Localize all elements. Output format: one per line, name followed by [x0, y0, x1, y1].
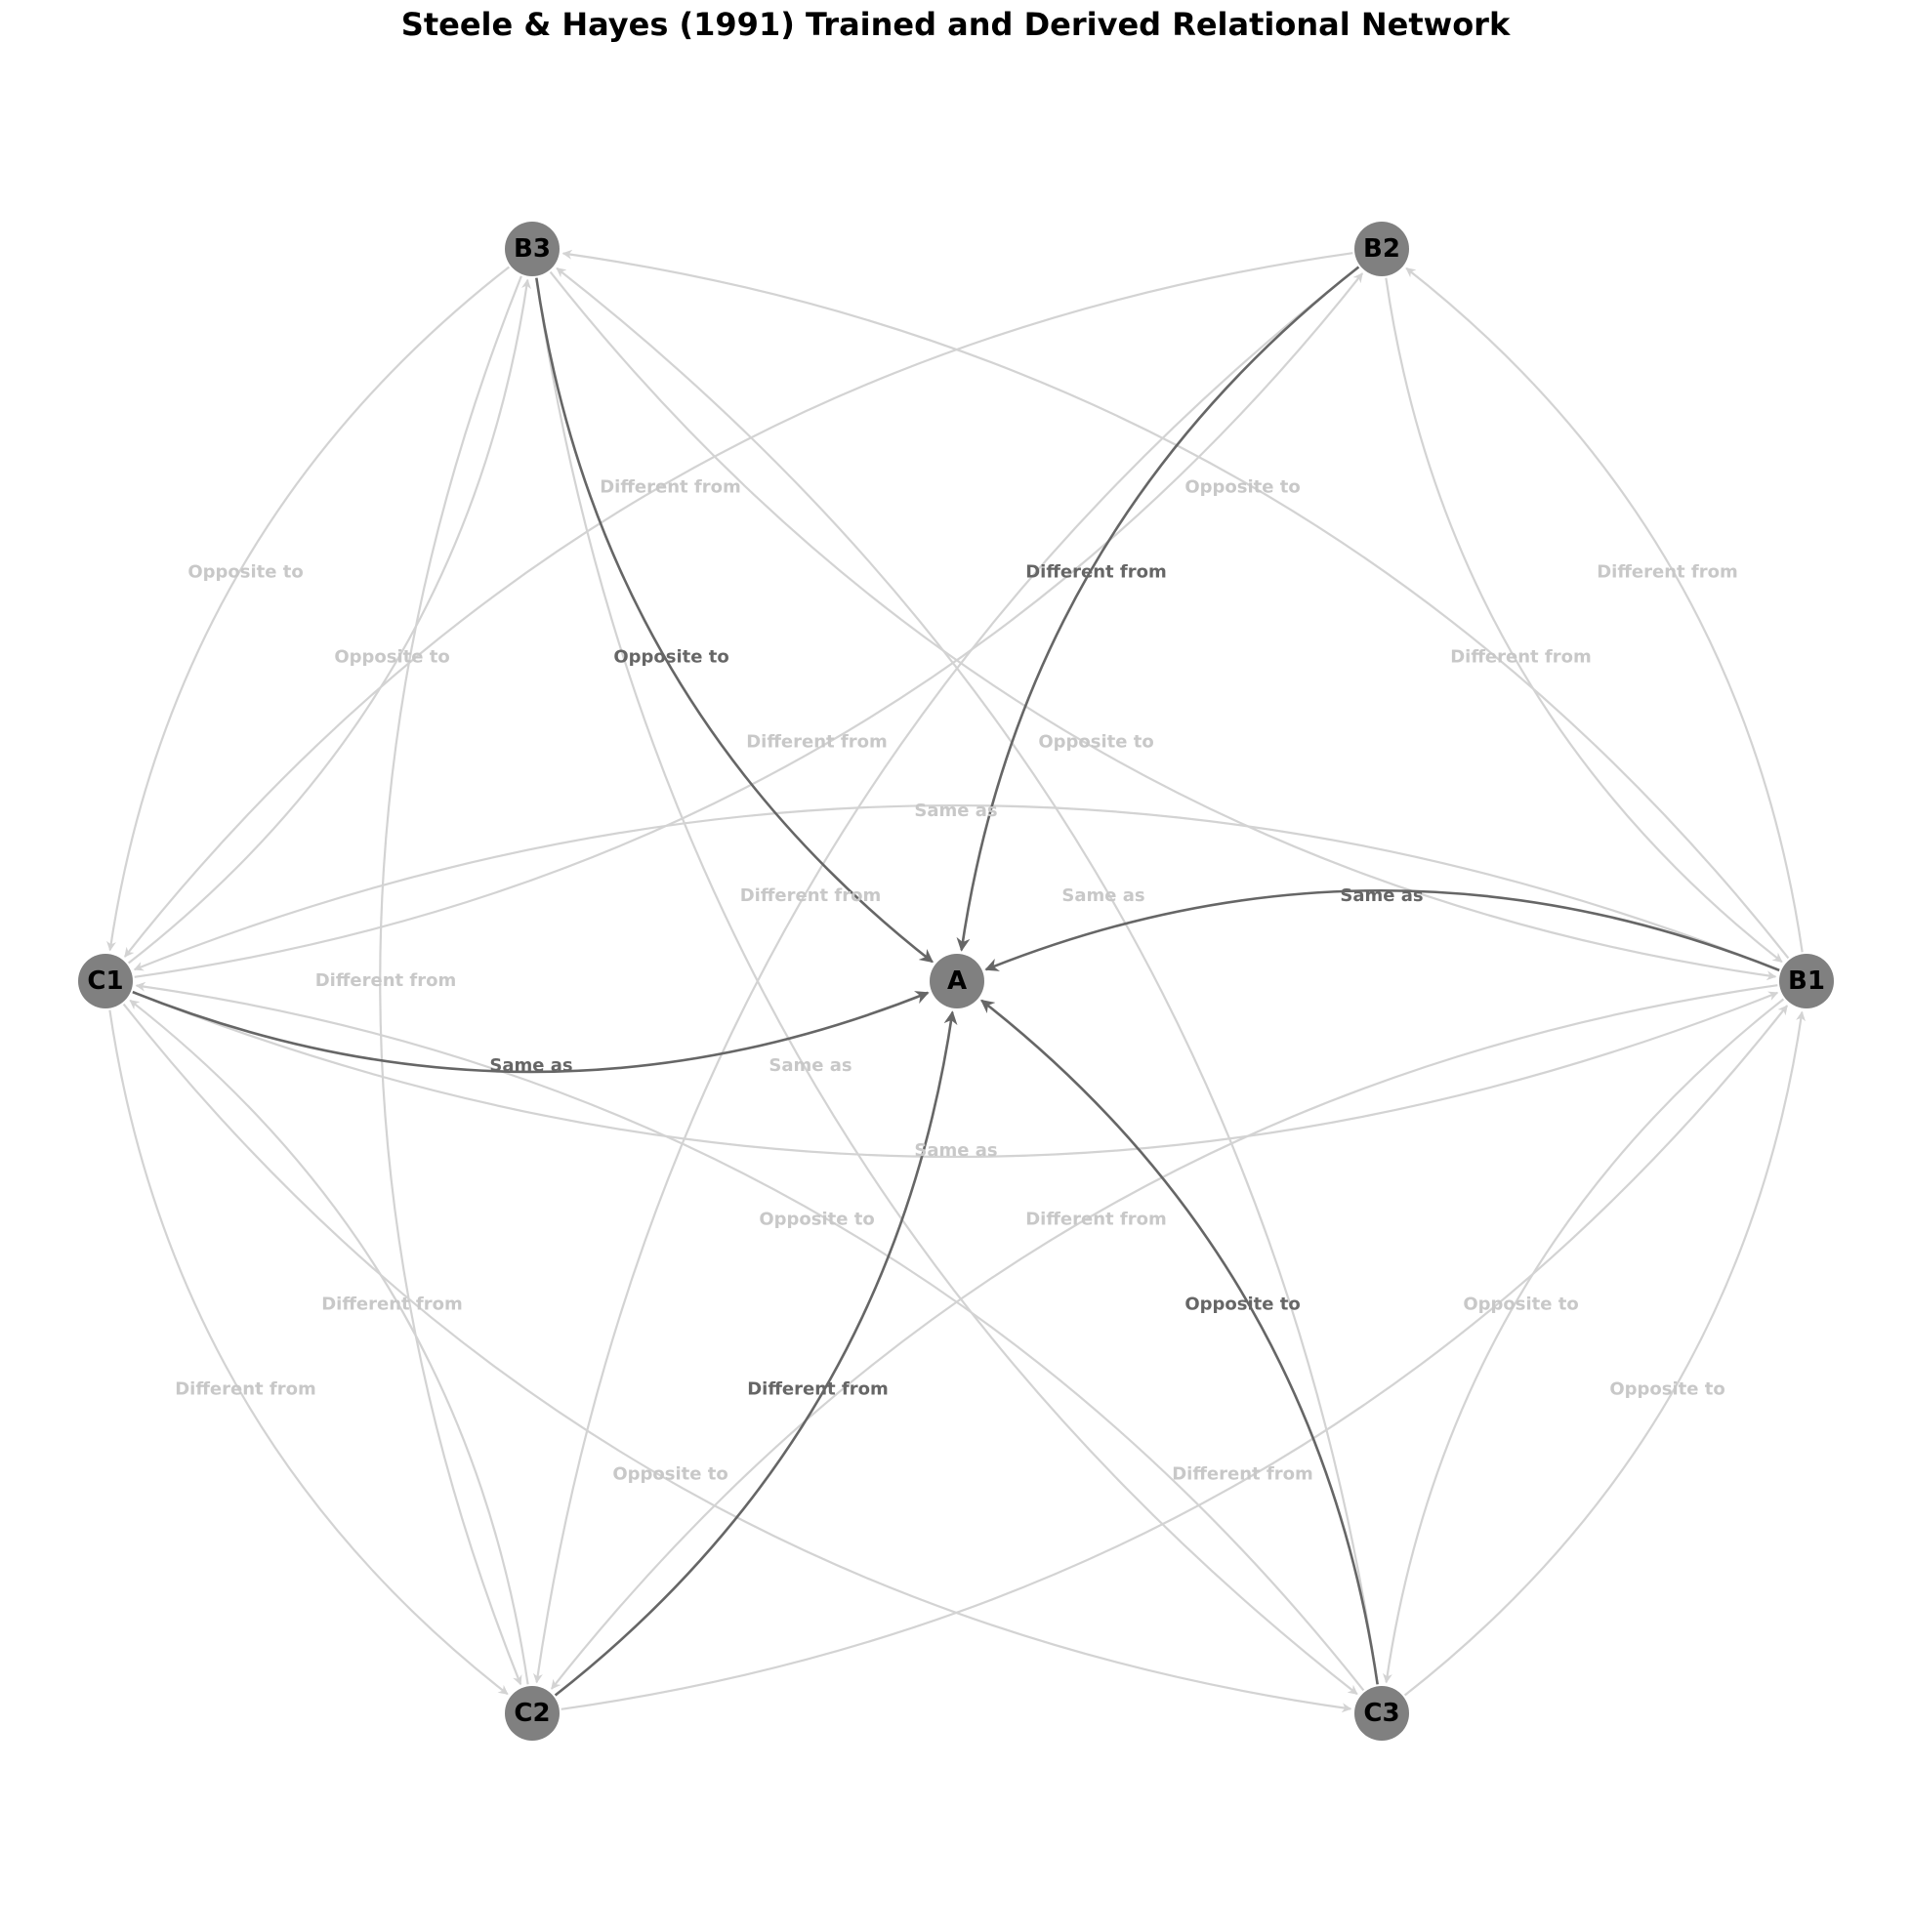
- edge-c3-to-b1-opposite-to: [1403, 1010, 1807, 1697]
- edge-label-b3-c3: Same as: [769, 1055, 852, 1076]
- edge-label-c1-b1: Same as: [914, 1140, 997, 1161]
- edge-c1-to-c3-opposite-to: [122, 1003, 1352, 1713]
- edge-b2-to-a-different-from: [956, 266, 1360, 952]
- edge-b3-to-c3-same-as: [535, 277, 1358, 1696]
- edge-label-b2-b1: Different from: [1450, 647, 1592, 668]
- node-circle-b2: [1354, 222, 1409, 276]
- node-circle-c2: [505, 1686, 560, 1741]
- edge-label-b1-b2: Different from: [1597, 562, 1738, 583]
- edge-label-b2-a: Different from: [1025, 562, 1167, 583]
- edge-b1-to-a-same-as: [984, 888, 1780, 972]
- edge-b3-to-c1-opposite-to: [106, 266, 511, 952]
- edge-label-b1-c3: Opposite to: [1463, 1295, 1578, 1315]
- edge-c2-to-c1-different-from: [129, 999, 529, 1685]
- edge-b1-to-c2-different-from: [550, 984, 1778, 1690]
- edge-c1-to-b3-opposite-to: [127, 278, 531, 965]
- edge-label-b1-c2: Different from: [1025, 1210, 1167, 1230]
- edge-label-b3-b1: Opposite to: [1038, 732, 1153, 753]
- edge-b2-to-b1-different-from: [1385, 277, 1783, 964]
- node-c3: C3: [1354, 1686, 1409, 1741]
- node-label-a: A: [947, 966, 967, 996]
- edge-label-b1-a: Same as: [1340, 885, 1423, 906]
- node-label-b1: B1: [1788, 966, 1825, 996]
- edge-c3-to-a-opposite-to: [980, 999, 1379, 1685]
- edge-label-c3-b1: Opposite to: [1609, 1379, 1724, 1400]
- edge-b1-to-b3-opposite-to: [561, 249, 1790, 960]
- node-label-c2: C2: [514, 1699, 550, 1728]
- node-label-c1: C1: [87, 966, 123, 996]
- edge-c3-to-c1-opposite-to: [135, 981, 1365, 1692]
- edge-b1-to-c3-opposite-to: [1382, 998, 1785, 1684]
- edge-label-b2-c1: Different from: [600, 476, 741, 497]
- edge-b2-to-c2-different-from: [532, 266, 1360, 1684]
- edge-label-c3-b3: Same as: [1061, 885, 1144, 906]
- derived-edges: [106, 249, 1807, 1713]
- diagram-title: Steele & Hayes (1991) Trained and Derive…: [400, 6, 1511, 43]
- node-b1: B1: [1779, 954, 1834, 1008]
- edge-label-b3-c2: Different from: [315, 970, 457, 991]
- edge-label-b1-b3: Opposite to: [1184, 477, 1300, 498]
- edge-b2-to-c1-different-from: [123, 252, 1353, 958]
- edge-label-b3-c1: Opposite to: [187, 561, 303, 582]
- edge-label-b3-a: Opposite to: [613, 647, 728, 668]
- node-circle-c3: [1354, 1686, 1409, 1741]
- node-circle-b1: [1779, 954, 1834, 1008]
- node-b3: B3: [505, 222, 560, 276]
- edge-b3-to-c2-different-from: [379, 275, 522, 1686]
- node-c1: C1: [78, 954, 133, 1008]
- edge-label-b1-c1: Same as: [914, 801, 997, 821]
- edge-label-c1-b2: Different from: [746, 732, 888, 753]
- edge-label-b2-c2: Different from: [740, 885, 882, 906]
- edge-label-c2-b1: Different from: [1172, 1464, 1313, 1485]
- edge-label-c1-c3: Opposite to: [612, 1464, 727, 1485]
- edge-c1-to-a-same-as: [132, 990, 930, 1074]
- edge-label-c1-b3: Opposite to: [334, 647, 449, 668]
- edge-label-c2-c1: Different from: [321, 1294, 463, 1314]
- edge-c3-to-b3-same-as: [556, 267, 1379, 1685]
- edge-label-c3-c1: Opposite to: [759, 1209, 874, 1229]
- node-circle-c1: [78, 954, 133, 1008]
- edge-c2-to-a-different-from: [554, 1010, 958, 1697]
- edge-c1-to-b1-same-as: [132, 991, 1779, 1158]
- edge-label-c3-a: Opposite to: [1184, 1295, 1300, 1315]
- edge-b3-to-a-opposite-to: [535, 277, 934, 964]
- node-label-b2: B2: [1363, 234, 1400, 264]
- node-circle-a: [930, 954, 984, 1008]
- edge-c1-to-c2-different-from: [108, 1009, 509, 1696]
- edge-label-c1-c2: Different from: [175, 1379, 316, 1400]
- node-a: A: [930, 954, 984, 1008]
- edge-b3-to-b1-opposite-to: [549, 270, 1777, 981]
- node-label-b3: B3: [514, 234, 551, 264]
- node-circle-b3: [505, 222, 560, 276]
- node-label-c3: C3: [1363, 1699, 1399, 1728]
- edge-c1-to-b2-different-from: [134, 272, 1364, 978]
- edge-label-c1-a: Same as: [489, 1055, 572, 1076]
- edge-label-c2-a: Different from: [747, 1379, 889, 1400]
- edge-b1-to-b2-different-from: [1405, 267, 1804, 953]
- trained-edges: [132, 266, 1780, 1697]
- node-c2: C2: [505, 1686, 560, 1741]
- node-b2: B2: [1354, 222, 1409, 276]
- edge-c2-to-b1-different-from: [561, 1005, 1789, 1710]
